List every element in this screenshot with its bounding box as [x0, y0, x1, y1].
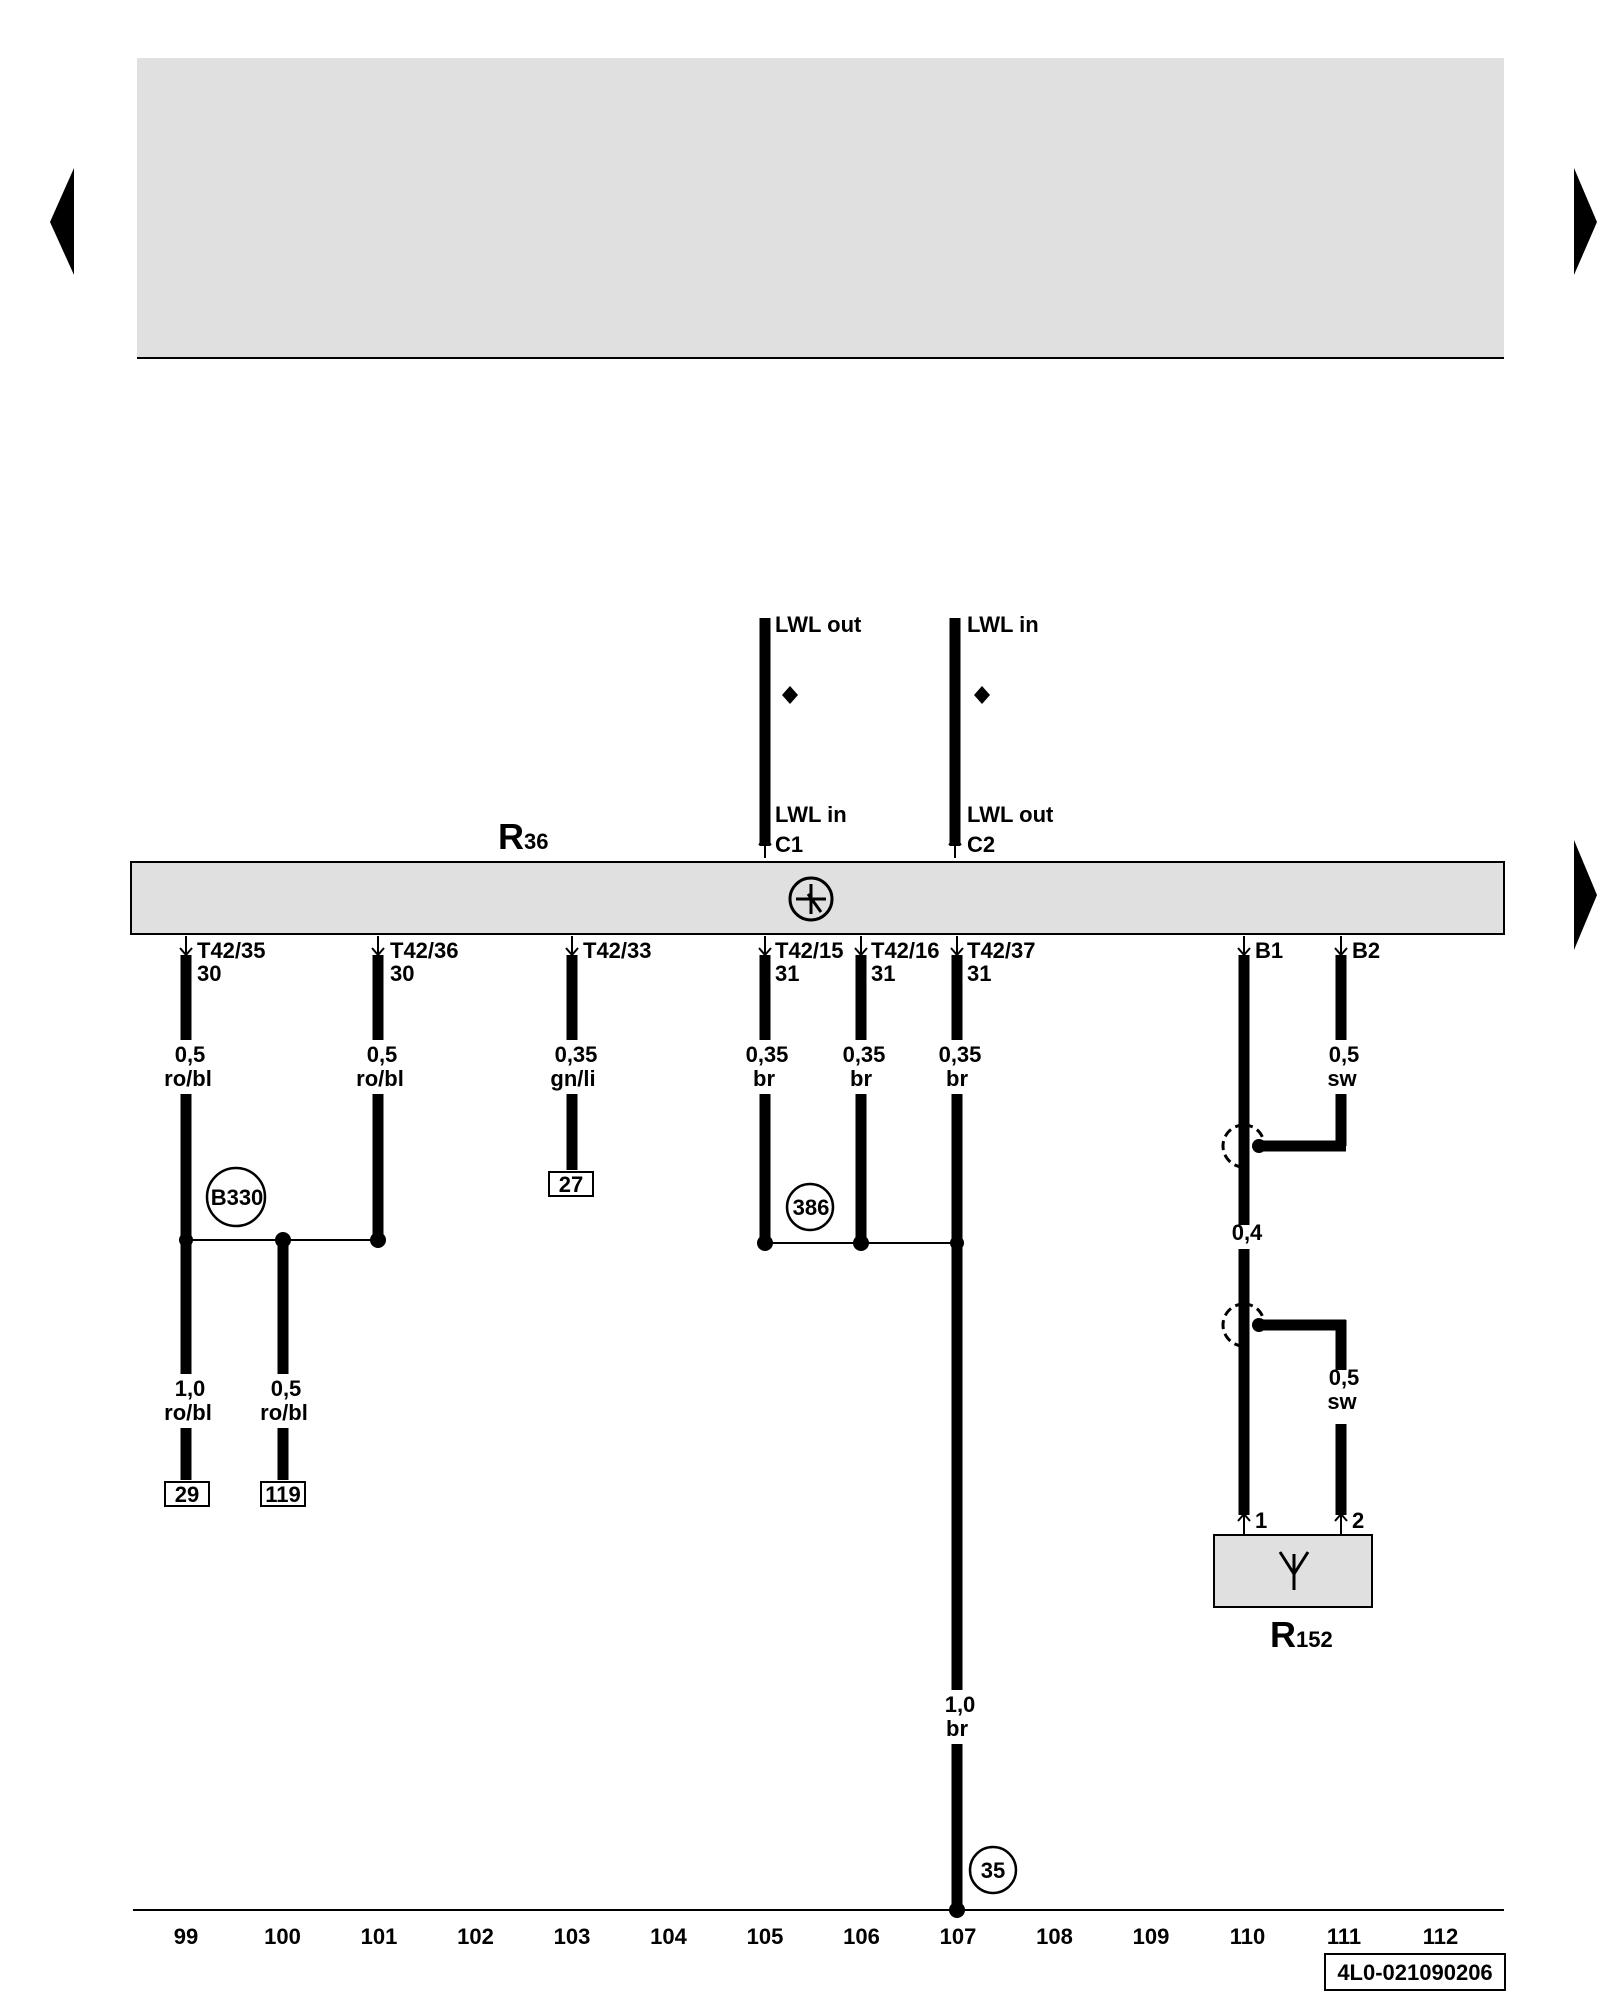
wire-size: 0,5 — [1329, 1365, 1360, 1390]
wire-size: 0,35 — [939, 1042, 982, 1067]
column-number: 103 — [554, 1924, 591, 1949]
pin-sub-t42-35: 30 — [197, 961, 221, 986]
wire-size: 0,5 — [175, 1042, 206, 1067]
wire-color: sw — [1327, 1389, 1357, 1414]
connection-35-circle — [968, 1845, 1018, 1895]
wire-color: sw — [1327, 1066, 1357, 1091]
column-number: 110 — [1230, 1924, 1266, 1949]
wire-color: ro/bl — [164, 1400, 212, 1425]
splice-lines — [186, 1239, 957, 1244]
pin-sub-t42-16: 31 — [871, 961, 895, 986]
column-number: 111 — [1327, 1924, 1361, 1949]
column-number: 101 — [361, 1924, 398, 1949]
pin-label-t42-36: T42/36 — [390, 938, 459, 963]
wire-size: 1,0 — [175, 1376, 206, 1401]
fiber-connector-arrow-icon — [758, 836, 962, 858]
fiber-right-top-label: LWL in — [967, 612, 1039, 637]
wire-color: br — [946, 1716, 968, 1741]
module-symbol-icon — [788, 876, 834, 922]
column-number: 104 — [650, 1924, 687, 1949]
wire-color: ro/bl — [356, 1066, 404, 1091]
wire-color: br — [850, 1066, 872, 1091]
shield-symbol-icon — [1221, 1123, 1266, 1348]
wire-size: 0,5 — [1329, 1042, 1360, 1067]
pin-label-t42-16: T42/16 — [871, 938, 940, 963]
wire-size: 1,0 — [945, 1692, 976, 1717]
column-number: 100 — [264, 1924, 301, 1949]
wire-size: 0,4 — [1232, 1220, 1263, 1245]
connection-386-circle — [785, 1182, 835, 1232]
pin-sub-t42-36: 30 — [390, 961, 414, 986]
column-number: 105 — [747, 1924, 784, 1949]
pin-arrow-icons — [179, 936, 1348, 957]
continue-arrow-icon[interactable] — [1574, 840, 1597, 950]
wire-size: 0,35 — [555, 1042, 598, 1067]
pin-label-t42-15: T42/15 — [775, 938, 844, 963]
column-number: 102 — [457, 1924, 494, 1949]
junction-dots — [179, 1139, 1266, 1918]
r36-label: R36 — [498, 816, 548, 857]
connection-b330-label: B330 — [211, 1185, 264, 1210]
wire-size: 0,5 — [271, 1376, 302, 1401]
column-number: 108 — [1036, 1924, 1073, 1949]
wire-size: 0,5 — [367, 1042, 398, 1067]
column-number: 107 — [940, 1924, 977, 1949]
wire-color: br — [946, 1066, 968, 1091]
wire-color: br — [753, 1066, 775, 1091]
doc-id-box — [1324, 1953, 1506, 1991]
fiber-right-diamond-icon — [974, 686, 990, 704]
connection-386-label: 386 — [793, 1195, 830, 1220]
fiber-left-top-label: LWL out — [775, 612, 862, 637]
column-labels: 99 100 101 102 103 104 105 106 107 108 109 110 111 11… — [174, 1924, 1458, 1949]
ref-box-27 — [548, 1171, 594, 1197]
r152-label: R152 — [1270, 1614, 1333, 1655]
antenna-icon — [1278, 1551, 1310, 1590]
wire-size: 0,35 — [746, 1042, 789, 1067]
antenna-pin-2-label: 2 — [1352, 1508, 1364, 1533]
next-page-arrow-icon[interactable] — [1574, 168, 1597, 275]
connection-35-label: 35 — [981, 1858, 1005, 1883]
pin-label-t42-35: T42/35 — [197, 938, 266, 963]
column-number: 109 — [1133, 1924, 1170, 1949]
pin-sub-t42-15: 31 — [775, 961, 799, 986]
ref-box-29-label[interactable]: 29 — [175, 1482, 199, 1507]
antenna-pin-arrow-icons — [1237, 1512, 1348, 1534]
pin-label-t42-37: T42/37 — [967, 938, 1036, 963]
ref-box-119-label[interactable]: 119 — [265, 1482, 301, 1507]
wire-color: gn/li — [550, 1066, 595, 1091]
pin-label-b1: B1 — [1255, 938, 1283, 963]
pin-sub-t42-37: 31 — [967, 961, 991, 986]
ref-box-119 — [260, 1481, 306, 1507]
fiber-left-diamond-icon — [782, 686, 798, 704]
ref-box-29 — [164, 1481, 210, 1507]
column-number: 106 — [843, 1924, 880, 1949]
prev-page-arrow-icon[interactable] — [50, 168, 74, 275]
wire-color: ro/bl — [260, 1400, 308, 1425]
column-number: 99 — [174, 1924, 198, 1949]
connection-b330-circle — [205, 1166, 267, 1228]
pin-label-b2: B2 — [1352, 938, 1380, 963]
header-area — [137, 58, 1504, 358]
fiber-right-connector: C2 — [967, 832, 995, 857]
pin-label-t42-33: T42/33 — [583, 938, 652, 963]
fiber-left-bottom-label: LWL in — [775, 802, 847, 827]
column-number: 112 — [1423, 1924, 1459, 1949]
antenna-pin-1-label: 1 — [1255, 1508, 1267, 1533]
fiber-left-connector: C1 — [775, 832, 803, 857]
ref-box-27-label[interactable]: 27 — [559, 1172, 583, 1197]
wire-segments — [180, 955, 1347, 1910]
doc-id: 4L0-021090206 — [1337, 1960, 1492, 1985]
wire-color: ro/bl — [164, 1066, 212, 1091]
wire-size: 0,35 — [843, 1042, 886, 1067]
fiber-right-bottom-label: LWL out — [967, 802, 1054, 827]
